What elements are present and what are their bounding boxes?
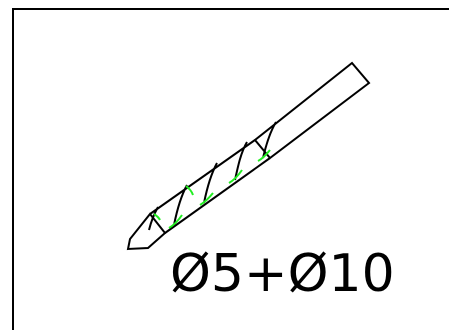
flute-highlight-4 <box>185 185 194 196</box>
drill-tip <box>126 212 167 251</box>
flute-spiral-4 <box>173 184 188 226</box>
drill-shank <box>253 61 371 160</box>
flute-spiral-5 <box>148 206 159 231</box>
flute-spiral-2 <box>234 141 248 181</box>
drill-size-label: Ø5+Ø10 <box>170 244 395 304</box>
flute-highlight-6 <box>153 213 161 221</box>
flute-spiral-3 <box>203 162 218 204</box>
flute-highlight-3 <box>199 192 214 206</box>
preview-frame <box>12 8 449 330</box>
flute-spiral-1 <box>262 121 277 159</box>
flute-highlight-1 <box>257 149 271 162</box>
flute-highlight-2 <box>228 169 243 184</box>
flute-edge-lower <box>164 157 271 234</box>
drill-bit-outline <box>126 61 371 251</box>
drill-flutes <box>148 121 277 231</box>
flute-edge-upper <box>149 139 256 215</box>
flute-highlight-5 <box>168 214 183 229</box>
